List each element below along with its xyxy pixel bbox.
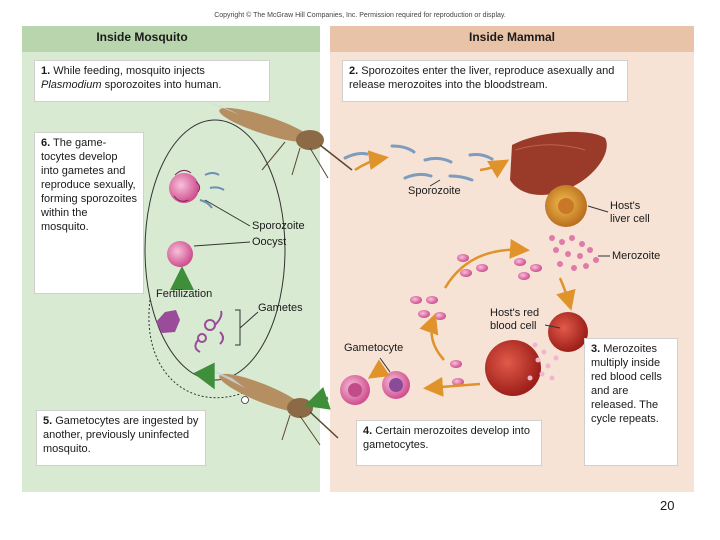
step-2-box: 2. Sporozoites enter the liver, reproduc…: [342, 60, 628, 102]
label-fertilization: Fertilization: [156, 288, 213, 300]
arrow-to-mosquito-green: [304, 386, 331, 410]
step-4-text: Certain merozoites develop into gametocy…: [363, 425, 530, 451]
label-gametocyte: Gametocyte: [344, 342, 404, 354]
label-merozoite: Merozoite: [612, 250, 661, 262]
sporozoite-strands-icon: [199, 172, 225, 209]
step-2-number: 2.: [349, 65, 359, 77]
mammal-header: Inside Mammal: [468, 30, 556, 44]
arrow-sporozoite-1: [354, 150, 389, 172]
arrow-sporozoite-2: [479, 159, 510, 179]
liver-icon: [510, 131, 607, 195]
step-2-text: Sporozoites enter the liver, reproduce a…: [349, 65, 615, 91]
mosquito-cycle-path-lower: [148, 299, 261, 399]
zygote-icon: [156, 310, 180, 333]
copyright-notice: Copyright © The McGraw Hill Companies, I…: [214, 12, 506, 19]
gametes-icon: [194, 310, 224, 353]
step-1-box: 1. While feeding, mosquito injects Plasm…: [34, 60, 270, 102]
arrow-cycle-left: [419, 313, 445, 361]
mosquito-feeding-icon: [190, 95, 353, 179]
mosquito-cycle-path: [144, 119, 286, 381]
label-gametes: Gametes: [258, 302, 303, 314]
label-hosts-liver-cell: Host's liver cell: [610, 200, 650, 225]
step-1-text-italic: Plasmodium: [41, 79, 102, 91]
released-merozoites-icon: [527, 342, 559, 381]
hosts-red-blood-cell-icon: [548, 312, 588, 352]
infected-red-blood-cell-icon: [485, 340, 541, 396]
arrow-to-gametocyte: [423, 376, 481, 397]
arrow-cycle-top: [443, 238, 530, 289]
step-1-text-b: sporozoites into human.: [104, 79, 222, 91]
step-1-number: 1.: [41, 65, 51, 77]
merozoite-cluster-icon: [549, 235, 599, 271]
step-6-box: 6. The game-tocytes develop into gametes…: [34, 132, 144, 294]
arrow-merozoite-down: [556, 277, 576, 311]
step-4-number: 4.: [363, 425, 373, 437]
oocyst-icon: [167, 241, 193, 267]
step-5-box: 5. Gametocytes are ingested by another, …: [36, 410, 206, 466]
sporozoite-right-icon: [343, 144, 494, 182]
step-6-number: 6.: [41, 137, 51, 149]
label-sporozoite-right: Sporozoite: [408, 185, 461, 197]
mosquito-ingesting-icon: [200, 365, 339, 446]
mosquito-header: Inside Mosquito: [96, 30, 188, 44]
sporozoite-mass-icon: [169, 173, 199, 203]
step-1-text-a: While feeding, mosquito injects: [53, 65, 205, 77]
step-4-box: 4. Certain merozoites develop into gamet…: [356, 420, 542, 466]
label-oocyst: Oocyst: [252, 236, 287, 248]
mammal-header-bar: [330, 26, 694, 52]
step-3-text: Merozoites multiply inside red blood cel…: [591, 343, 662, 425]
step-5-text: Gametocytes are ingested by another, pre…: [43, 415, 199, 455]
step-6-text: The game-tocytes develop into gametes an…: [41, 137, 137, 233]
label-sporozoite-left: Sporozoite: [252, 220, 305, 232]
step-5-number: 5.: [43, 415, 53, 427]
step-3-box: 3. Merozoites multiply inside red blood …: [584, 338, 678, 466]
label-hosts-red-blood-cell: Host's red blood cell: [490, 307, 540, 332]
arrow-cycle-green-1: [193, 362, 215, 390]
page-number: 20: [660, 498, 675, 513]
arrow-gametocyte-left: [367, 359, 391, 379]
mosquito-header-bar: [22, 26, 320, 52]
step-3-number: 3.: [591, 343, 601, 355]
